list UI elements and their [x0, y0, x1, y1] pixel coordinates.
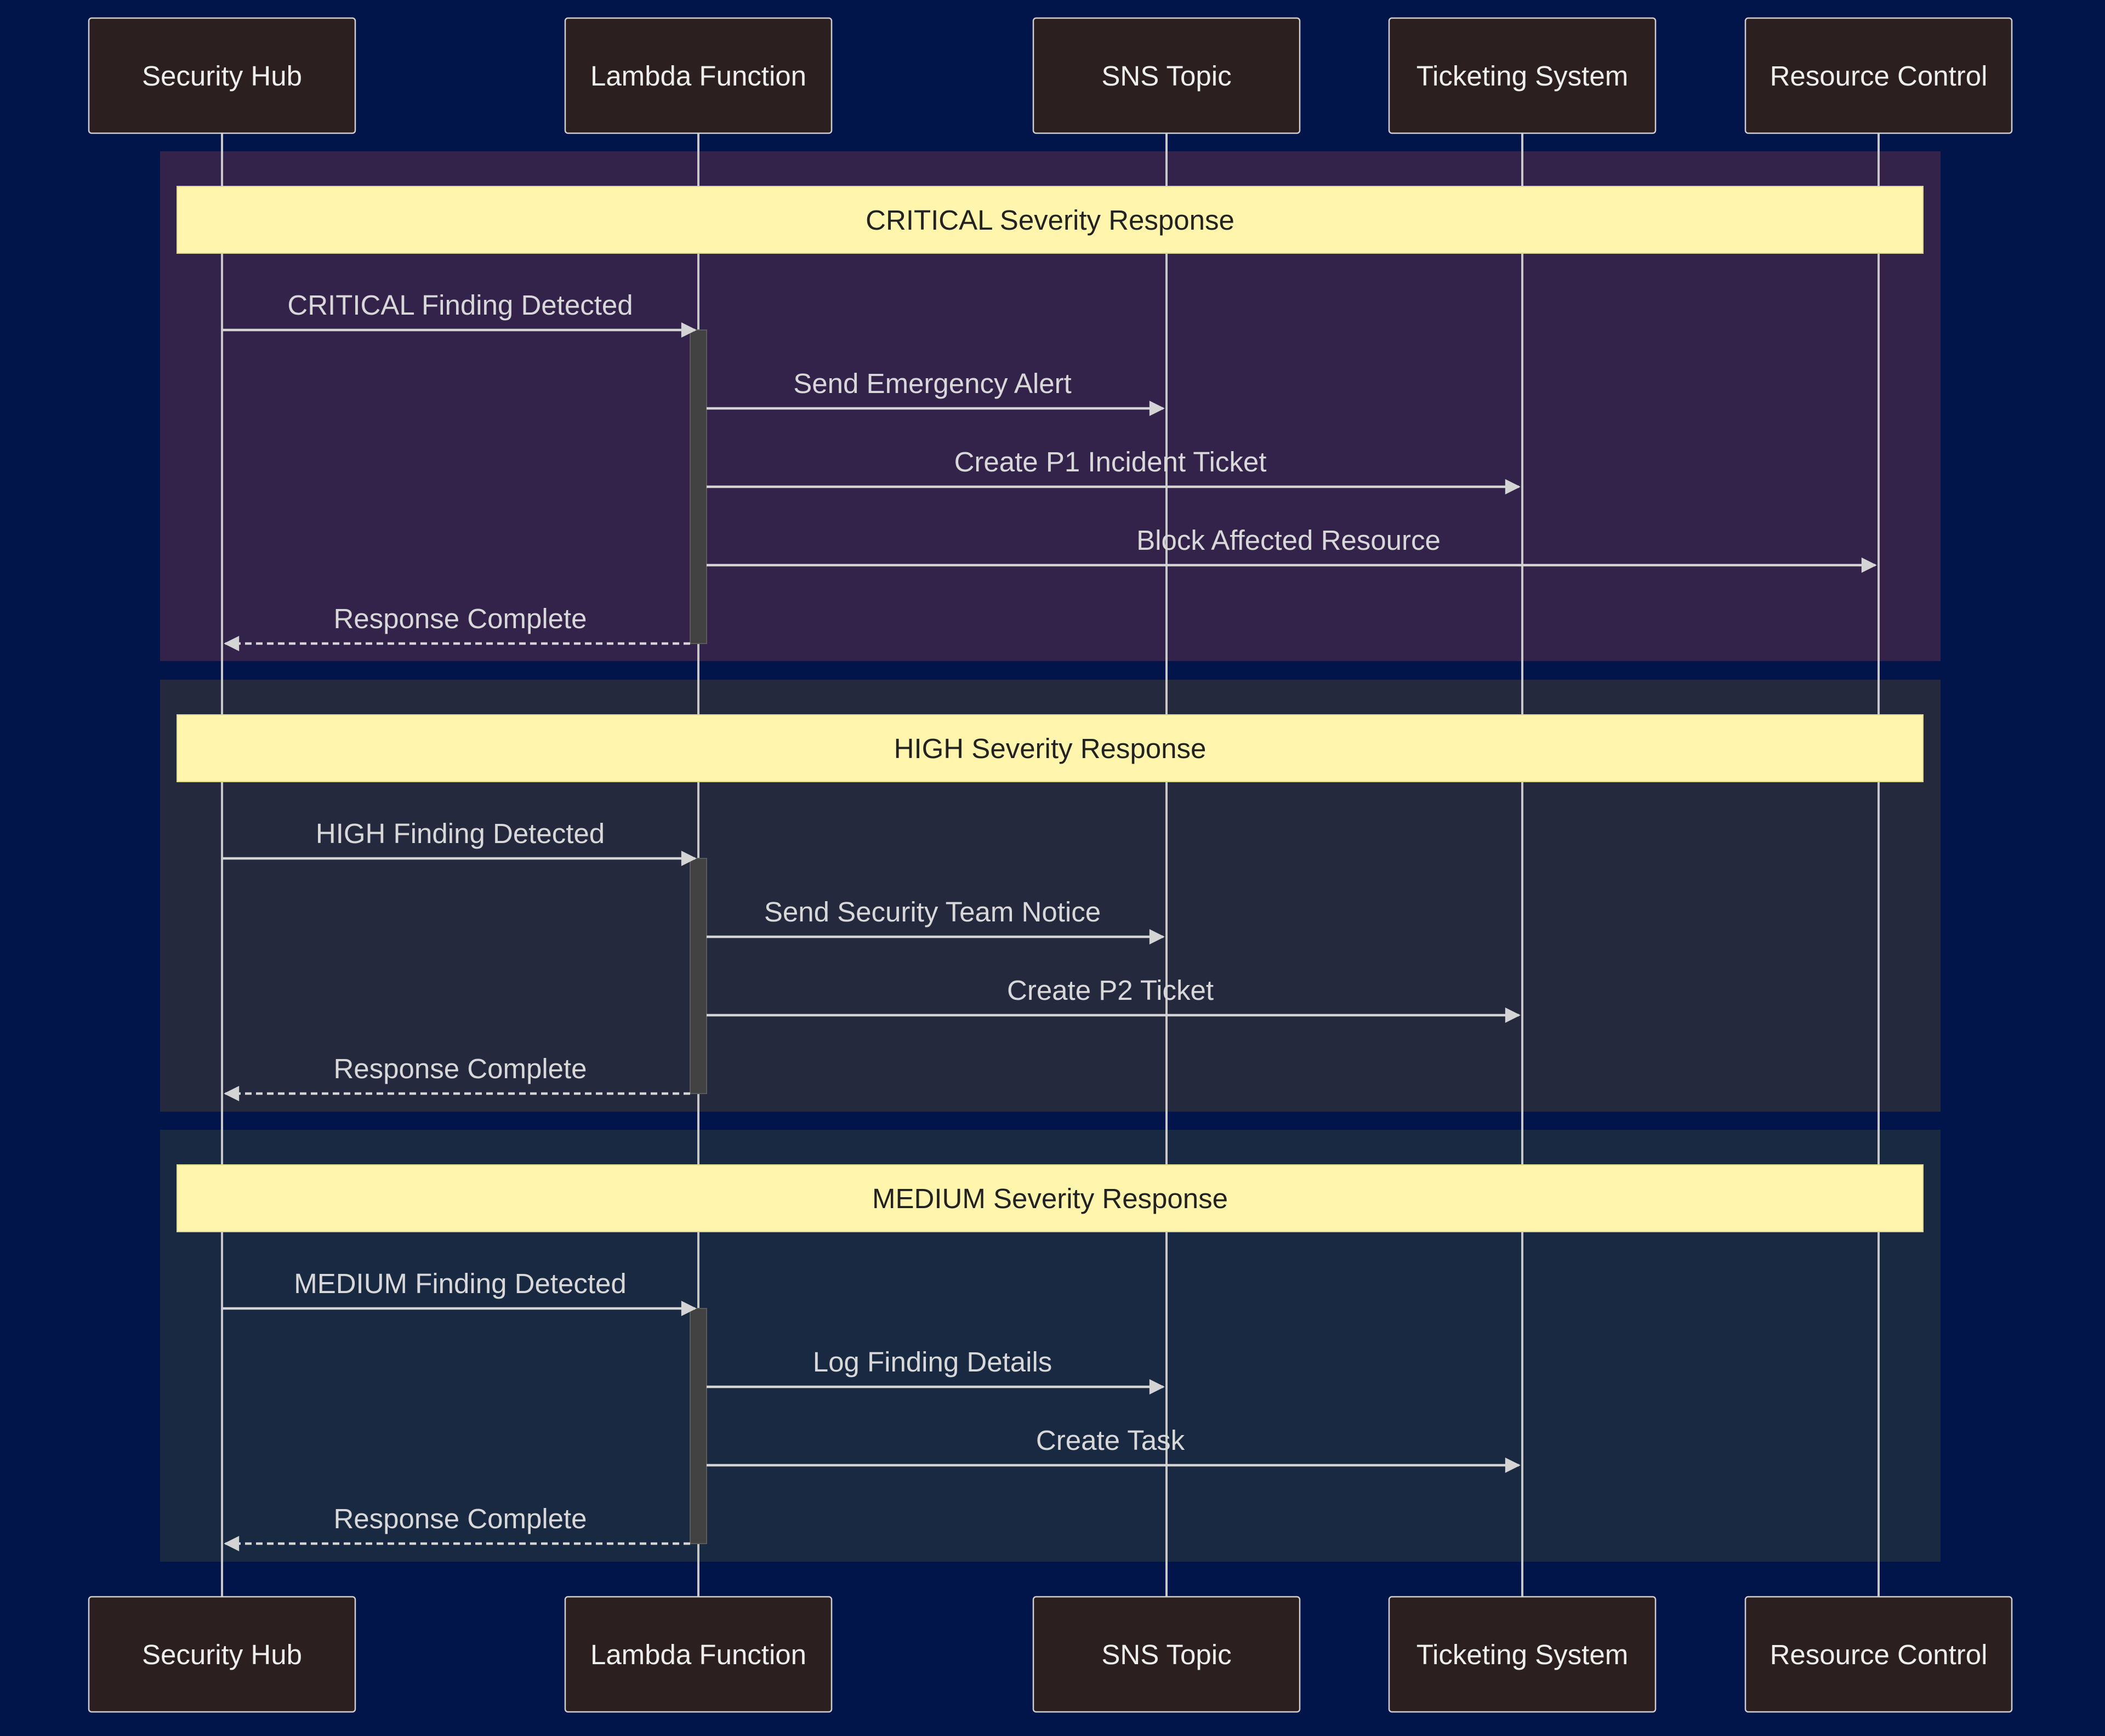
actor-label-lambda-top: Lambda Function — [590, 60, 806, 92]
actor-label-resource_control-top: Resource Control — [1770, 60, 1988, 92]
actor-box-ticketing-bottom — [1388, 1596, 1657, 1713]
message-label-critical-0: CRITICAL Finding Detected — [287, 289, 633, 321]
message-label-medium-2: Create Task — [1036, 1425, 1185, 1456]
message-label-critical-2: Create P1 Incident Ticket — [954, 446, 1267, 477]
actor-box-lambda-top — [564, 17, 833, 134]
activation-high — [690, 858, 707, 1094]
note-medium — [177, 1164, 1924, 1232]
actor-box-lambda-bottom — [564, 1596, 833, 1713]
note-label-medium: MEDIUM Severity Response — [872, 1183, 1228, 1214]
message-label-critical-1: Send Emergency Alert — [793, 368, 1071, 399]
note-label-critical: CRITICAL Severity Response — [866, 204, 1234, 236]
message-label-medium-1: Log Finding Details — [813, 1346, 1052, 1378]
actor-box-security_hub-bottom — [88, 1596, 356, 1713]
activations — [690, 329, 707, 1544]
activation-medium — [690, 1308, 707, 1544]
note-critical — [177, 186, 1924, 254]
message-label-medium-0: MEDIUM Finding Detected — [294, 1268, 627, 1299]
message-label-critical-4: Response Complete — [333, 603, 587, 634]
actor-box-resource_control-bottom — [1744, 1596, 2013, 1713]
actor-box-ticketing-top — [1388, 17, 1657, 134]
actor-box-security_hub-top — [88, 17, 356, 134]
message-label-critical-3: Block Affected Resource — [1136, 525, 1441, 556]
message-label-high-0: HIGH Finding Detected — [316, 818, 605, 849]
message-label-medium-3: Response Complete — [333, 1503, 587, 1534]
actor-label-ticketing-top: Ticketing System — [1416, 60, 1628, 92]
message-label-high-2: Create P2 Ticket — [1007, 975, 1214, 1006]
actor-label-security_hub-bottom: Security Hub — [142, 1639, 302, 1670]
message-label-high-1: Send Security Team Notice — [764, 896, 1101, 927]
actor-box-sns-top — [1032, 17, 1301, 134]
actor-label-resource_control-bottom: Resource Control — [1770, 1639, 1988, 1670]
actor-box-sns-bottom — [1032, 1596, 1301, 1713]
activation-critical — [690, 329, 707, 644]
actor-label-ticketing-bottom: Ticketing System — [1416, 1639, 1628, 1670]
actor-label-sns-top: SNS Topic — [1101, 60, 1231, 92]
actor-label-lambda-bottom: Lambda Function — [590, 1639, 806, 1670]
note-high — [177, 714, 1924, 782]
message-label-high-3: Response Complete — [333, 1053, 587, 1084]
actor-label-security_hub-top: Security Hub — [142, 60, 302, 92]
actor-label-sns-bottom: SNS Topic — [1101, 1639, 1231, 1670]
actor-box-resource_control-top — [1744, 17, 2013, 134]
note-label-high: HIGH Severity Response — [894, 733, 1207, 764]
